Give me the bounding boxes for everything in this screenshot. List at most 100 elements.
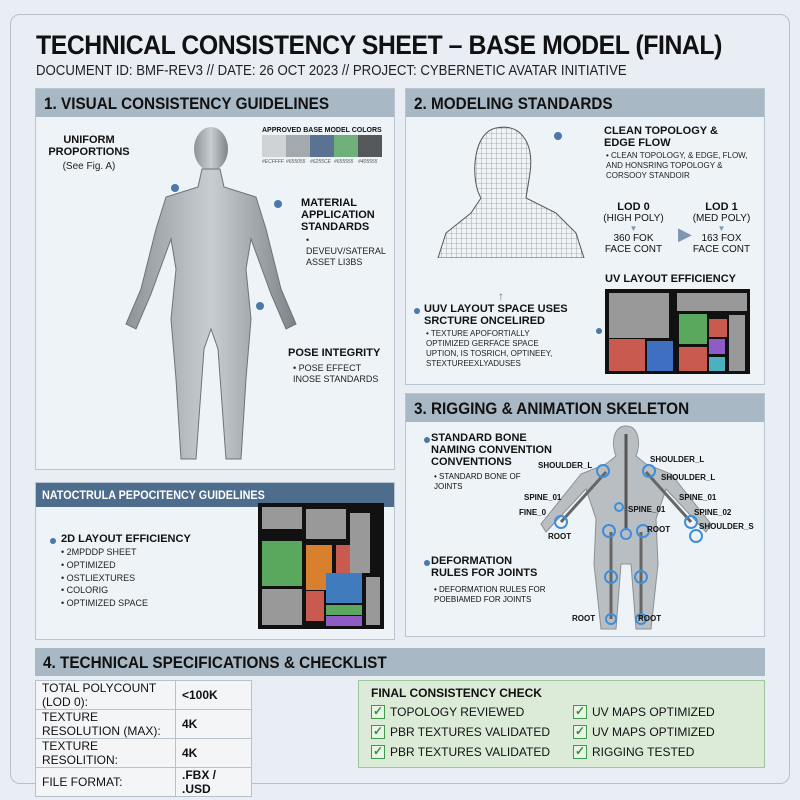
joint-label: FINE_0 (519, 508, 547, 517)
callout-dot (171, 184, 179, 192)
bullet-dot (50, 538, 56, 544)
arrow-right-icon: ▶ (678, 224, 692, 244)
layout-efficiency-heading: 2D LAYOUT EFFICIENCY (61, 533, 191, 545)
joint-label: SPINE_02 (694, 508, 732, 517)
joint-label: SHOULDER_L (650, 455, 705, 464)
joint-label: SHOULDER_L (661, 473, 716, 482)
checkbox-checked-icon: ✓ (573, 724, 587, 739)
deformation-note: • DEFORMATION RULES FOR POEBIAMED FOR JO… (434, 585, 546, 604)
hex-label: #ECFFFF (262, 159, 284, 165)
checkbox-checked-icon: ✓ (371, 704, 385, 719)
pose-integrity-label: POSE INTEGRITY (288, 347, 381, 359)
final-consistency-check: FINAL CONSISTENCY CHECK ✓TOPOLOGY REVIEW… (358, 680, 765, 768)
section-rigging-skeleton: 3. RIGGING & ANIMATION SKELETON SHOULDER… (405, 393, 765, 637)
list-item: • OPTIMIZED (61, 560, 116, 570)
lod1-count: 163 FOX (701, 233, 742, 244)
colors-title: APPROVED BASE MODEL COLORS (262, 127, 382, 134)
layout-guidelines-panel: NATOCTRULA PEPOCITENCY GUIDELINES 2D LAY… (35, 482, 395, 640)
list-item: • OSTLIEXTURES (61, 573, 136, 583)
spec-label: TEXTURE RESOLUTION (MAX): (35, 709, 176, 739)
joint-label: SHOULDER_S (699, 522, 754, 531)
uniform-proportions-note: (See Fig. A) (62, 161, 116, 172)
section-modeling-standards: 2. MODELING STANDARDS CLEAN TOPOLOGY & E… (405, 88, 765, 385)
hex-label: #655555 (334, 159, 354, 165)
bullet-dot (424, 560, 430, 566)
hex-label: #655055 (286, 159, 306, 165)
specs-table: TOTAL POLYCOUNT (LOD 0):<100K TEXTURE RE… (35, 680, 252, 797)
checklist-item: ✓RIGGING TESTED (573, 744, 695, 759)
section-header: 3. RIGGING & ANIMATION SKELETON (406, 394, 764, 422)
table-row: TOTAL POLYCOUNT (LOD 0):<100K (35, 680, 252, 710)
lod1-title: LOD 1 (705, 201, 738, 213)
checkbox-checked-icon: ✓ (371, 744, 385, 759)
checkbox-checked-icon: ✓ (573, 704, 587, 719)
lod1-block: LOD 1 (MED POLY) ▼ 163 FOX FACE CONT (684, 201, 759, 255)
bone-naming-label: STANDARD BONE NAMING CONVENTION CONVENTI… (431, 432, 552, 468)
checklist-item: ✓PBR TEXTURES VALIDATED (371, 744, 551, 759)
callout-dot (274, 200, 282, 208)
spec-label: TOTAL POLYCOUNT (LOD 0): (35, 680, 176, 710)
swatch (334, 135, 358, 157)
page-title: TECHNICAL CONSISTENCY SHEET – BASE MODEL… (36, 30, 722, 60)
joint-label: SPINE_01 (679, 493, 717, 502)
uv-space-label: UUV LAYOUT SPACE USES SRCTURE ONCELIRED (424, 303, 568, 327)
joint-label: SPINE_01 (524, 493, 562, 502)
list-item: • 2MPDDP SHEET (61, 547, 137, 557)
material-standards-label: MATERIAL APPLICATION STANDARDS (301, 197, 375, 233)
lod0-subtitle: (HIGH POLY) (603, 213, 664, 224)
check-title: FINAL CONSISTENCY CHECK (371, 686, 542, 700)
spec-value: 4K (175, 738, 252, 768)
section-header: 4. TECHNICAL SPECIFICATIONS & CHECKLIST (35, 648, 765, 676)
bullet-dot (424, 437, 430, 443)
swatch (358, 135, 382, 157)
spec-value: <100K (175, 680, 252, 710)
callout-dot (596, 328, 602, 334)
checklist-item: ✓TOPOLOGY REVIEWED (371, 704, 525, 719)
lod0-unit: FACE CONT (604, 244, 663, 255)
callout-dot (256, 302, 264, 310)
uv-layout-title: UV LAYOUT EFFICIENCY (605, 273, 736, 285)
checklist-item: ✓UV MAPS OPTIMIZED (573, 704, 715, 719)
swatch (310, 135, 334, 157)
skeleton-figure (540, 425, 712, 630)
callout-dot (554, 132, 562, 140)
wireframe-bust (437, 126, 585, 258)
uv-space-note: • TEXTURE APOFORTIALLY OPTIMIZED GERFACE… (426, 329, 553, 368)
checklist-item: ✓UV MAPS OPTIMIZED (573, 724, 715, 739)
joint-label: SPINE_01 (628, 505, 666, 514)
spec-value: 4K (175, 709, 252, 739)
topology-note: • CLEAN TOPOLOGY, & EDGE, FLOW, AND HONS… (606, 151, 748, 180)
spec-label: FILE FORMAT: (35, 767, 176, 797)
table-row: TEXTURE RESOLITION:4K (35, 738, 252, 768)
document-subtitle: DOCUMENT ID: BMF-REV3 // DATE: 26 OCT 20… (36, 62, 627, 79)
hex-label: #6255CE (310, 159, 331, 165)
bullet-dot (414, 308, 420, 314)
section-specs-header: 4. TECHNICAL SPECIFICATIONS & CHECKLIST (35, 648, 765, 676)
bone-naming-note: • STANDARD BONE OF JOINTS (434, 472, 521, 491)
uv-map-image (258, 503, 384, 629)
joint-label: SHOULDER_L (538, 461, 593, 470)
sheet-frame (10, 14, 790, 784)
list-item: • COLORIG (61, 585, 109, 595)
joint-label: ROOT (548, 532, 572, 541)
lod1-unit: FACE CONT (692, 244, 751, 255)
swatch (286, 135, 310, 157)
spec-label: TEXTURE RESOLITION: (35, 738, 176, 768)
uv-layout-image (605, 289, 750, 374)
table-row: FILE FORMAT:.FBX / .USD (35, 767, 252, 797)
swatch-hex-labels: #ECFFFF#655055 #6255CE#655555 #405555 (262, 159, 382, 165)
joint-label: ROOT (638, 614, 662, 623)
lod0-count: 360 FOK (613, 233, 654, 244)
checklist-item: ✓PBR TEXTURES VALIDATED (371, 724, 551, 739)
joint-label: ROOT (572, 614, 596, 623)
pose-integrity-note: • POSE EFFECT INOSE STANDARDS (293, 363, 379, 384)
lod1-subtitle: (MED POLY) (692, 213, 751, 224)
deformation-label: DEFORMATION RULES FOR JOINTS (431, 555, 538, 579)
swatch (262, 135, 286, 157)
uniform-proportions-label: UNIFORM PROPORTIONS (48, 134, 130, 158)
spec-value: .FBX / .USD (175, 767, 252, 797)
color-swatches (262, 135, 382, 157)
joint-label: ROOT (647, 525, 671, 534)
material-standards-note: • DEVEUV/SATERAL ASSET LI3BS (306, 235, 386, 267)
hex-label: #405555 (358, 159, 378, 165)
